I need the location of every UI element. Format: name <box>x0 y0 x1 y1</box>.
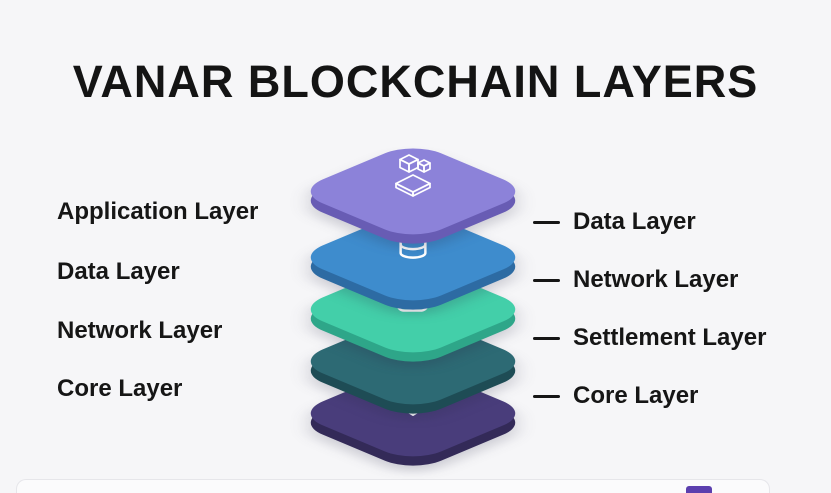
right-label-core-layer: Core Layer <box>573 382 699 409</box>
left-label-core-layer: Core Layer <box>57 375 183 402</box>
left-label-application-layer: Application Layer <box>57 198 259 225</box>
blockchain-layer-stack <box>293 0 533 493</box>
leader-line <box>533 278 560 282</box>
left-label-network-layer: Network Layer <box>57 317 223 344</box>
application-blocks-icon <box>386 149 440 197</box>
page-title: VANAR BLOCKCHAIN LAYERS <box>72 56 759 107</box>
leader-line <box>533 220 560 224</box>
right-label-network-layer: Network Layer <box>573 266 739 293</box>
right-label-row: Settlement Layer <box>533 322 766 354</box>
right-label-row: Network Layer <box>533 264 738 296</box>
left-label-data-layer: Data Layer <box>57 258 180 285</box>
bottom-accent-mark <box>686 486 712 493</box>
right-label-row: Data Layer <box>533 206 696 238</box>
layer-application <box>293 141 533 291</box>
leader-line <box>533 394 560 398</box>
right-label-data-layer: Data Layer <box>573 208 696 235</box>
right-label-row: Core Layer <box>533 380 698 412</box>
bottom-card-edge <box>16 479 770 493</box>
leader-line <box>533 336 560 340</box>
right-label-settlement-layer: Settlement Layer <box>573 324 767 351</box>
